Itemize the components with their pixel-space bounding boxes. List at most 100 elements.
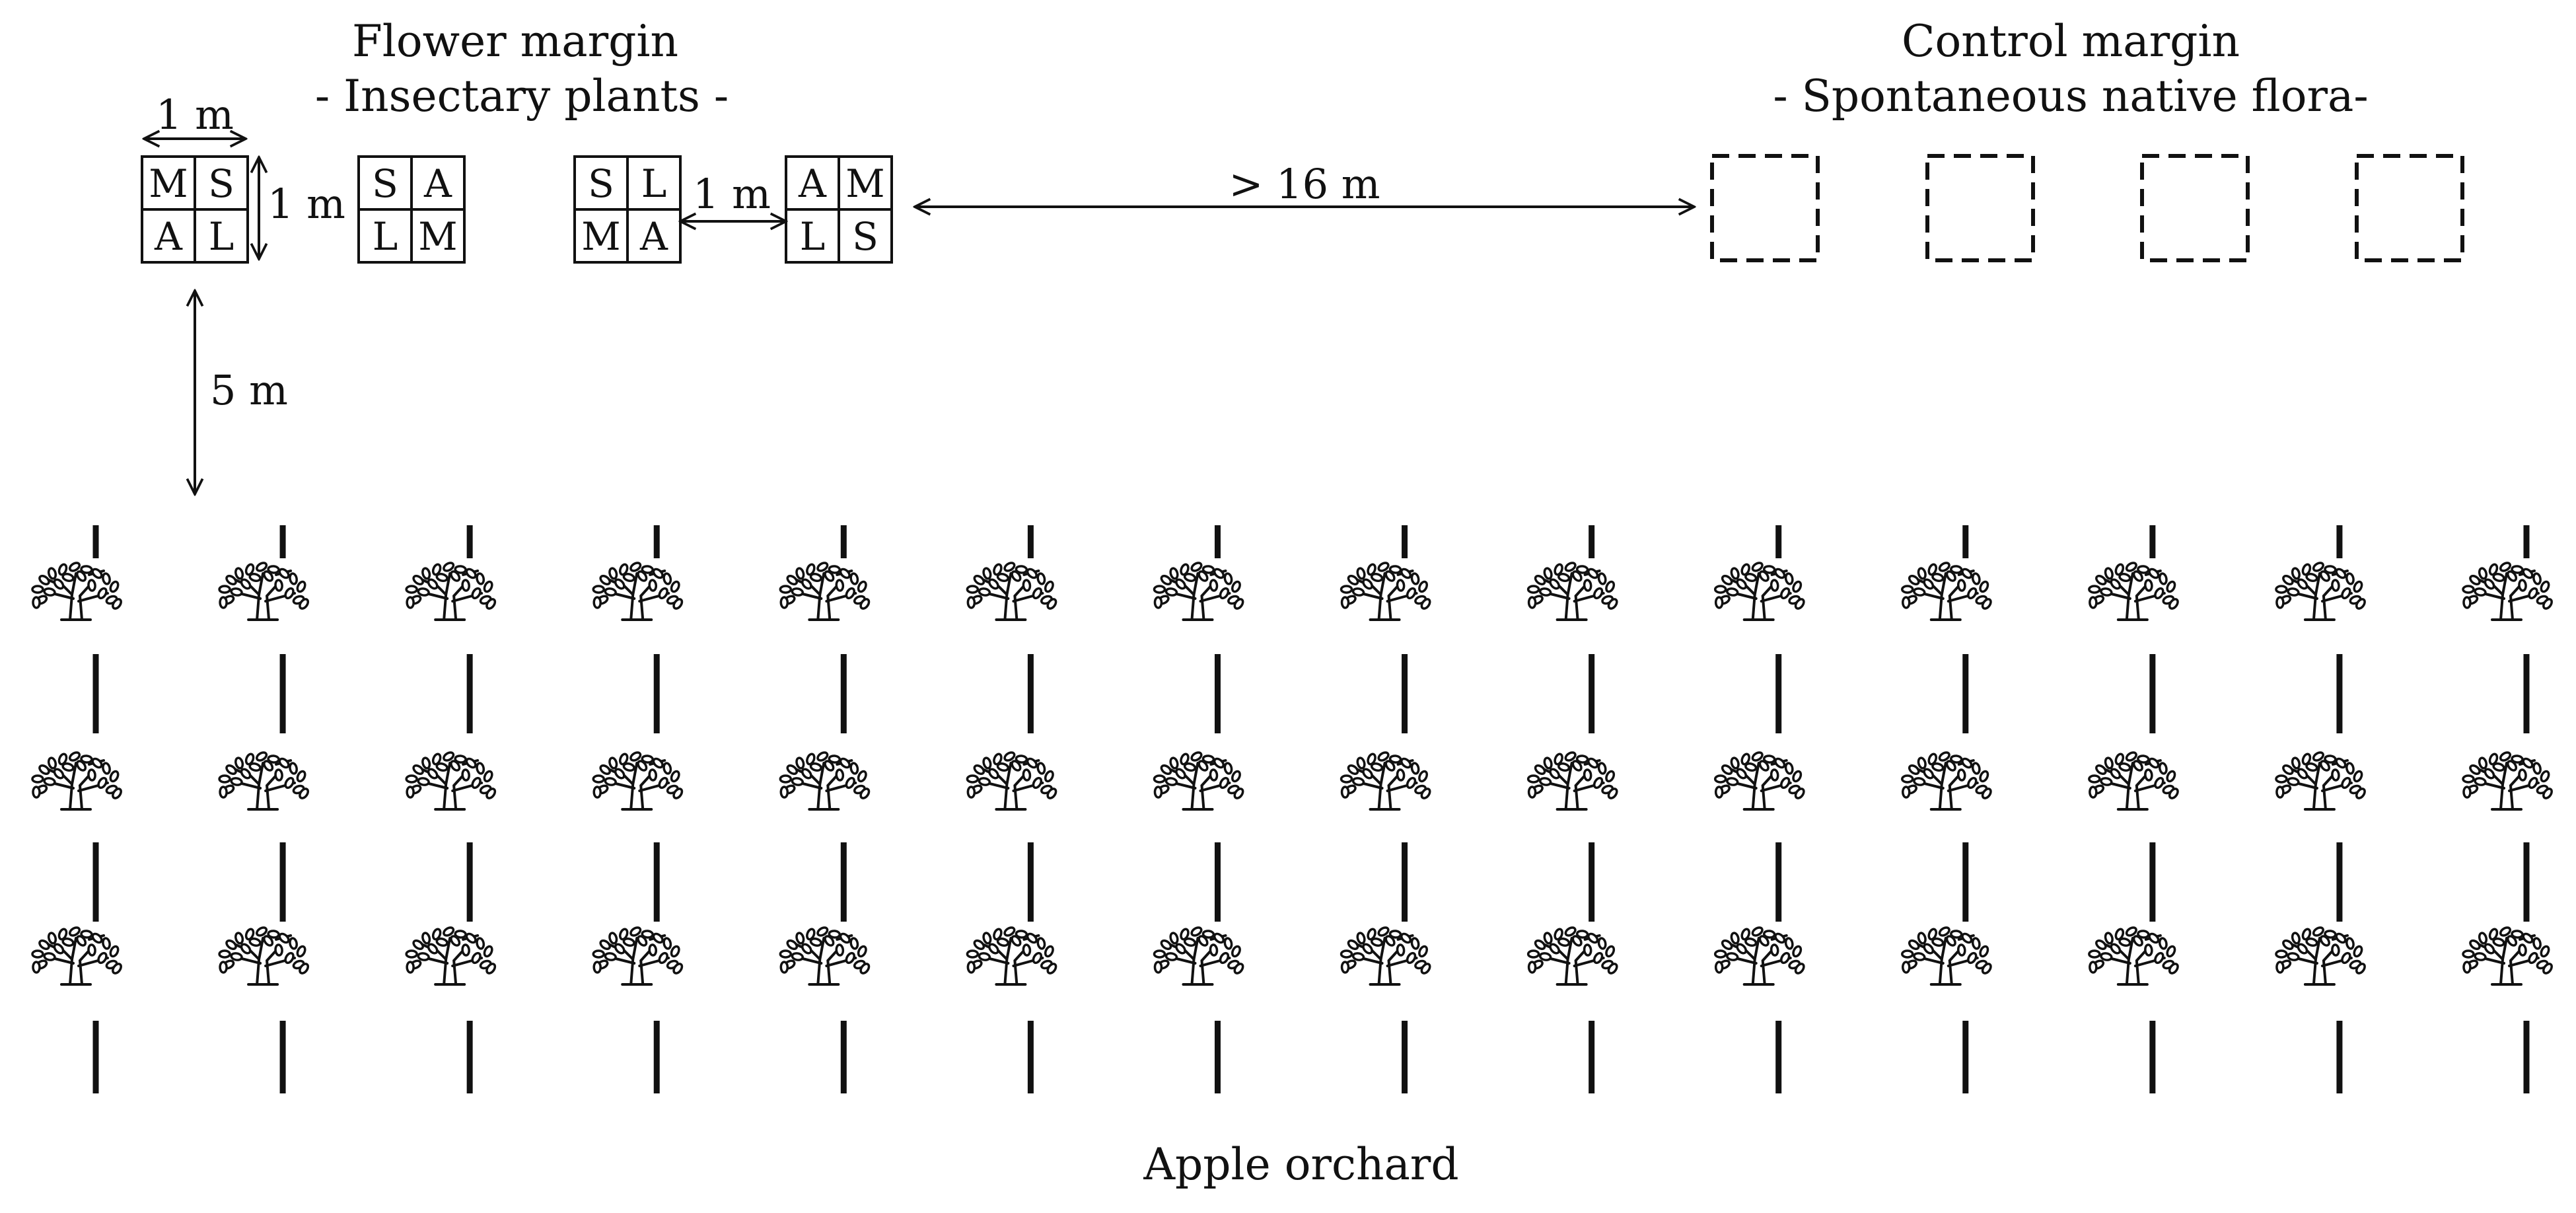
leaf	[993, 928, 1003, 941]
leaf	[1356, 567, 1366, 580]
leaf	[68, 562, 81, 572]
leaf	[1046, 598, 1057, 610]
leaf	[1370, 572, 1384, 583]
plot-species-letter: S	[372, 161, 398, 206]
leaf	[1549, 943, 1560, 955]
leaf	[263, 570, 274, 582]
leaf	[1340, 585, 1353, 594]
leaf	[786, 574, 799, 586]
leaf	[993, 563, 1003, 576]
leaf	[431, 928, 442, 941]
leaf	[218, 949, 231, 959]
leaf	[592, 774, 605, 784]
leaf	[412, 939, 424, 951]
leaf	[2305, 762, 2318, 772]
leaf	[973, 764, 985, 776]
control-plot	[1710, 154, 1820, 262]
leaf	[1784, 572, 1794, 585]
leaf	[1406, 776, 1417, 790]
leaf	[2528, 776, 2538, 790]
leaf	[1420, 963, 1431, 974]
leaf	[299, 598, 310, 610]
leaf	[1534, 939, 1546, 951]
leaf	[622, 572, 635, 583]
leaf	[779, 596, 789, 609]
leaf	[599, 574, 612, 586]
leaf	[1945, 935, 1956, 947]
leaf	[1164, 952, 1178, 961]
leaf	[662, 762, 672, 775]
leaf	[1418, 945, 1428, 958]
flower-margin-title: Flower margin	[352, 16, 678, 67]
leaf	[1198, 935, 1209, 947]
orchard-column	[2088, 525, 2179, 1093]
leaf	[61, 762, 75, 772]
leaf	[1003, 562, 1016, 572]
leaf	[1213, 568, 1225, 579]
leaf	[2474, 777, 2487, 786]
leaf	[412, 574, 424, 586]
apple-tree-icon	[1340, 751, 1431, 811]
leaf	[1223, 937, 1233, 950]
leaf	[1554, 928, 1563, 941]
leaf	[274, 943, 283, 957]
leaf	[1770, 768, 1779, 782]
leaf	[2282, 574, 2294, 586]
leaf	[219, 961, 228, 974]
orchard-column	[405, 525, 497, 1093]
leaf	[1367, 563, 1377, 576]
leaf	[2469, 939, 2481, 951]
leaf	[996, 937, 1009, 947]
apple-tree-icon	[405, 751, 497, 811]
leaf	[1190, 926, 1203, 937]
leaf	[75, 935, 87, 947]
leaf	[1231, 770, 1241, 783]
leaf	[652, 757, 664, 769]
leaf	[417, 587, 430, 597]
apple-tree-icon	[966, 562, 1057, 621]
leaf	[1410, 937, 1420, 950]
leaf	[248, 572, 262, 583]
leaf	[1527, 596, 1537, 609]
leaf	[2095, 764, 2107, 776]
leaf	[32, 786, 41, 799]
leaf	[465, 932, 477, 944]
leaf	[2462, 585, 2475, 594]
leaf	[608, 567, 618, 580]
leaf	[1721, 764, 1733, 776]
leaf	[1927, 563, 1937, 576]
leaf	[629, 926, 642, 937]
leaf	[483, 945, 493, 958]
leaf	[1779, 776, 1791, 790]
leaf	[658, 951, 668, 965]
leaf	[1927, 928, 1937, 941]
leaf	[652, 568, 664, 579]
leaf	[1044, 770, 1054, 783]
leaf	[2166, 945, 2176, 958]
apple-tree-icon	[2088, 562, 2179, 621]
leaf	[1726, 952, 1739, 961]
leaf	[982, 756, 992, 770]
leaf	[1961, 932, 1973, 944]
leaf	[2114, 928, 2125, 941]
leaf	[2125, 751, 2137, 762]
leaf	[1938, 751, 1950, 762]
leaf	[786, 764, 799, 776]
leaf	[299, 963, 310, 974]
leaf	[225, 939, 237, 951]
leaf	[809, 762, 822, 772]
leaf	[435, 572, 448, 583]
leaf	[2488, 563, 2499, 576]
leaf	[2301, 928, 2312, 941]
leaf	[786, 939, 799, 951]
apple-tree-icon	[966, 926, 1057, 986]
leaf	[1190, 751, 1203, 762]
leaf	[1774, 757, 1786, 769]
plot-species-letter: A	[423, 161, 452, 206]
leaf	[1400, 568, 1412, 579]
leaf	[1981, 963, 1992, 974]
leaf	[795, 567, 805, 580]
leaf	[2114, 563, 2125, 576]
leaf	[97, 951, 108, 965]
